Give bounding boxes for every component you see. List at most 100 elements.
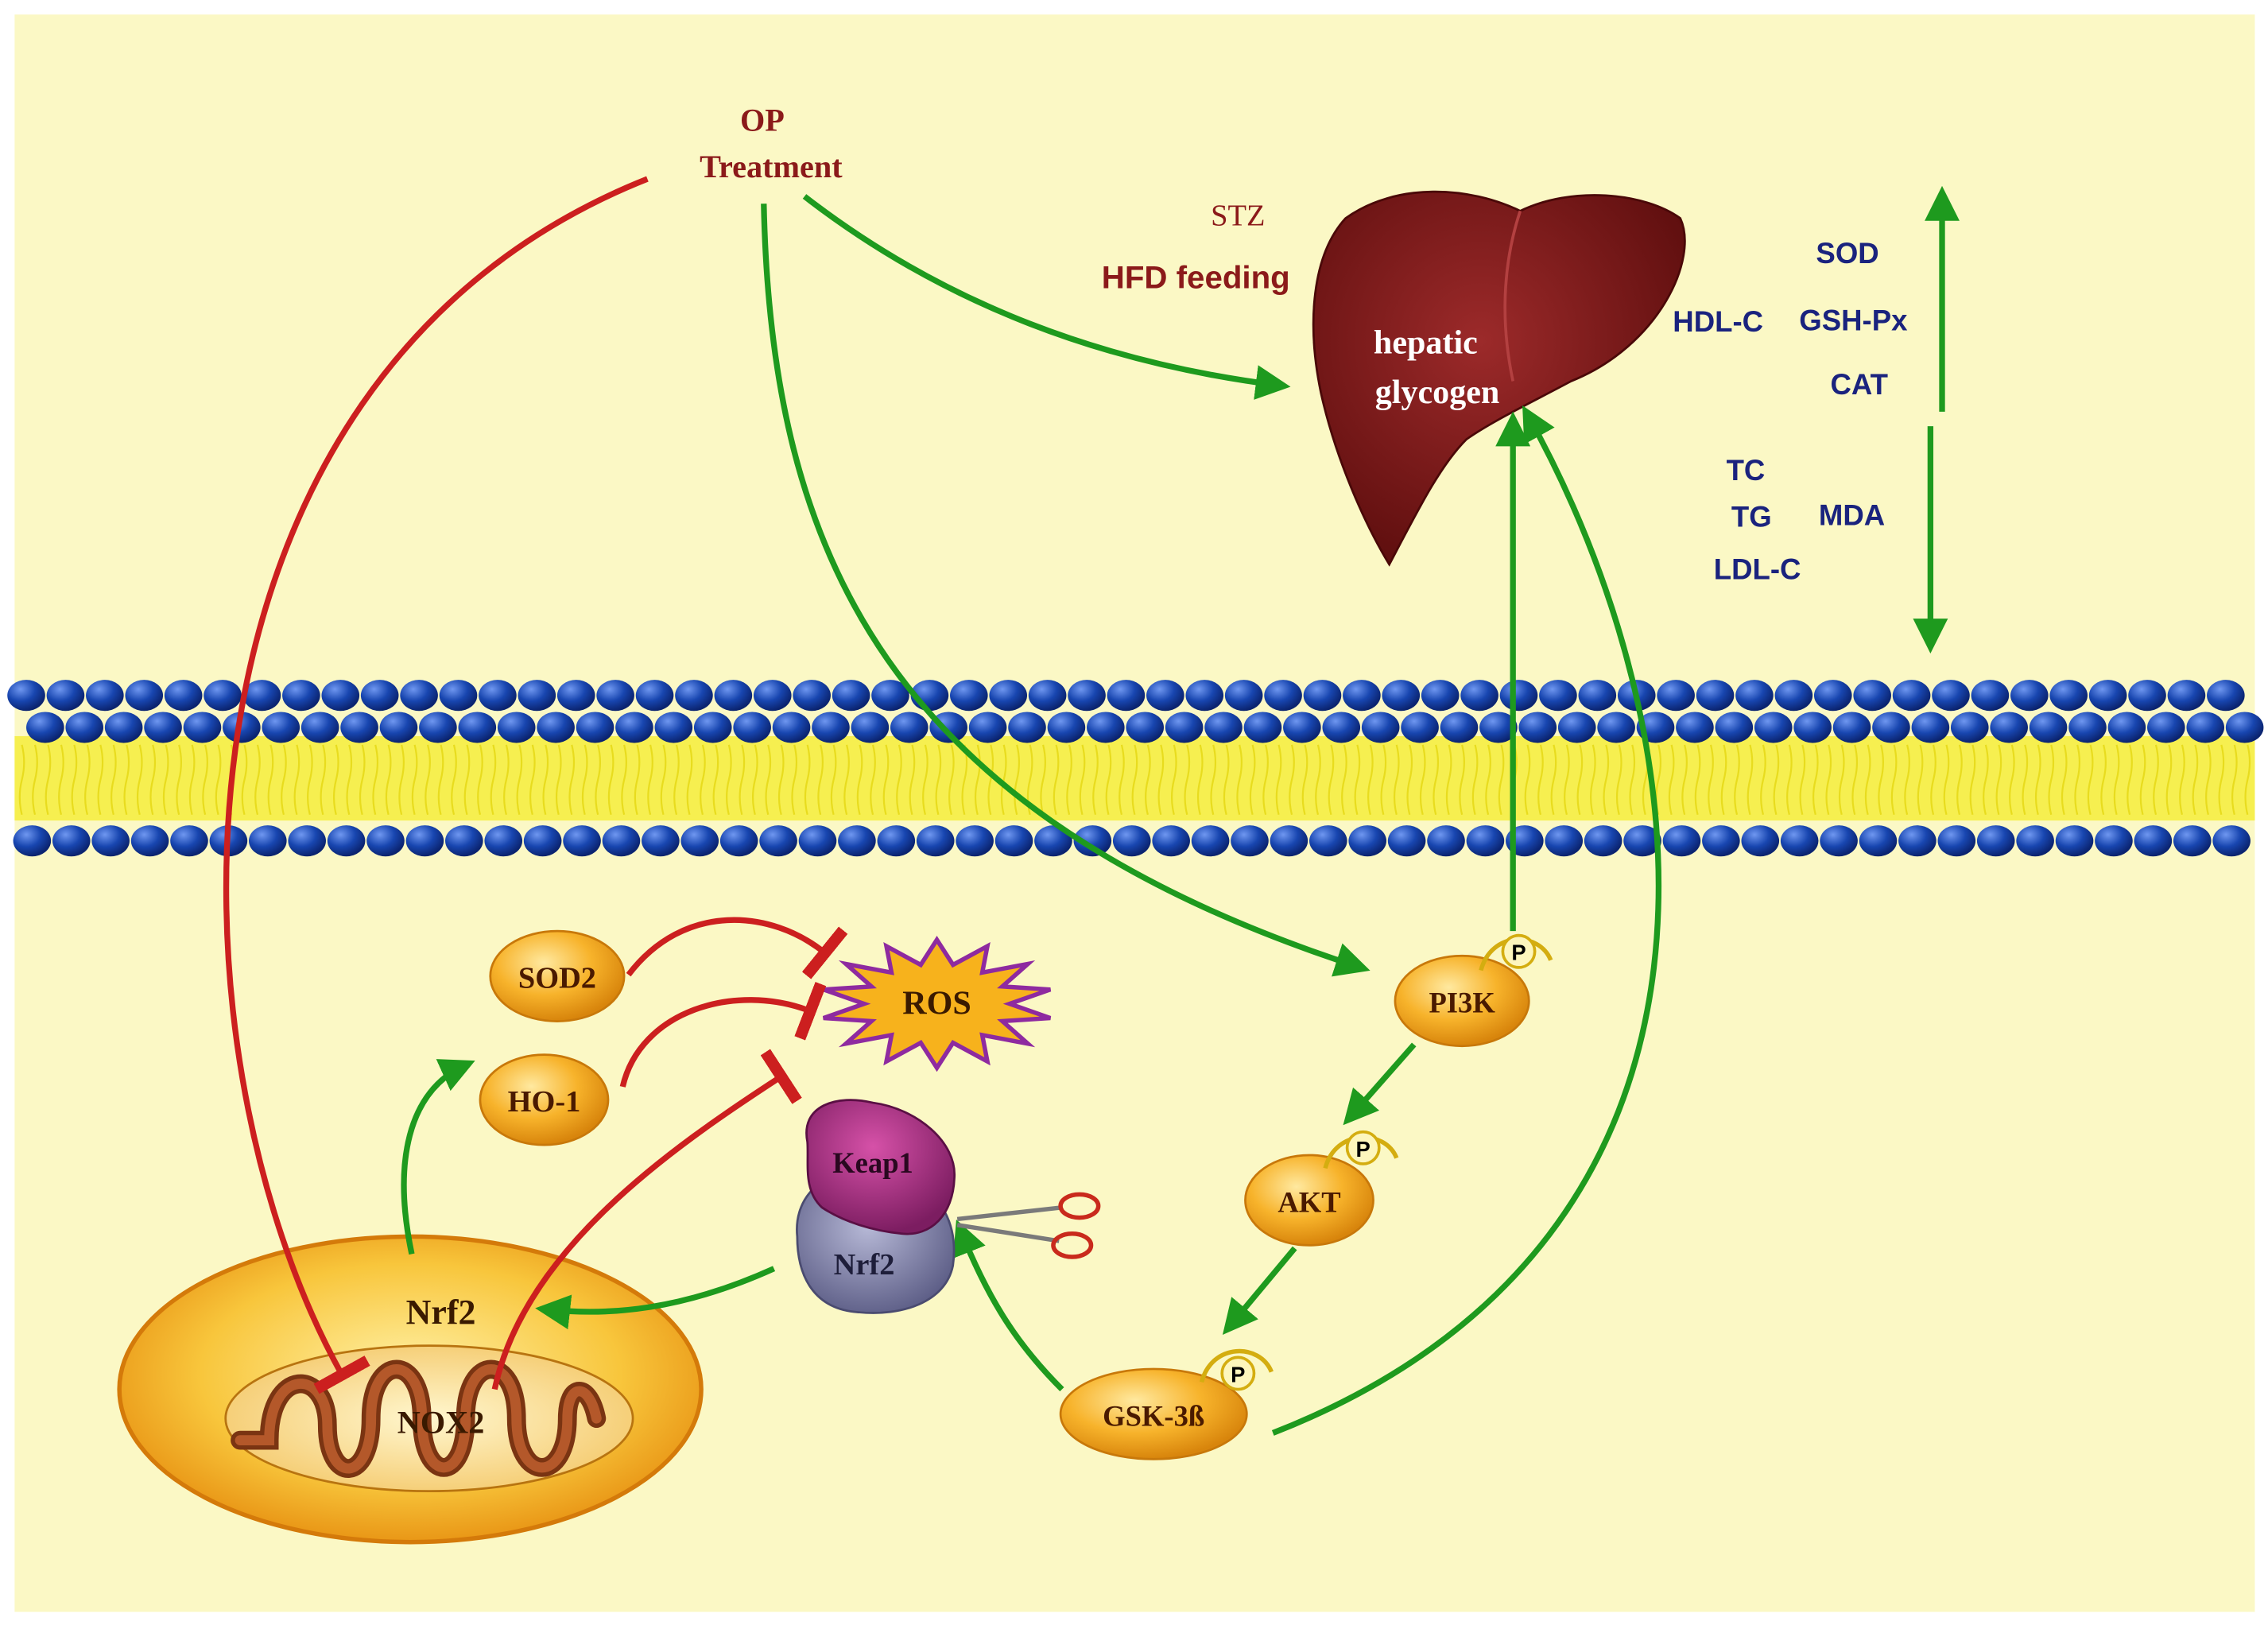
lipid-tail xyxy=(2100,744,2107,816)
lipid-tail xyxy=(477,744,483,816)
phospholipid-head xyxy=(2016,825,2054,857)
lipid-tail xyxy=(1812,744,1819,816)
phospholipid-head xyxy=(968,712,1007,743)
pi3k-node xyxy=(1394,954,1530,1048)
phospholipid-head xyxy=(1898,825,1937,857)
phospholipid-head xyxy=(1793,712,1832,743)
nrf2-complex-label: Nrf2 xyxy=(834,1248,895,1282)
lipid-tail xyxy=(1236,744,1243,816)
scissors-blade-1 xyxy=(956,1205,1063,1222)
phospholipid-head xyxy=(2128,680,2166,712)
keap1-label: Keap1 xyxy=(832,1146,913,1179)
lipid-tail xyxy=(84,744,91,816)
phospholipid-head xyxy=(360,680,399,712)
phospholipid-head xyxy=(1545,825,1584,857)
phospholipid-head xyxy=(1859,825,1898,857)
lipid-tail xyxy=(555,744,562,816)
phospholipid-head xyxy=(989,680,1028,712)
phospho-label-akt: P xyxy=(1356,1137,1370,1162)
lipid-tail xyxy=(1564,744,1570,816)
lipid-tail xyxy=(595,744,602,816)
lipid-tail xyxy=(307,744,313,816)
lipid-tail xyxy=(503,744,510,816)
lipid-tail xyxy=(1249,744,1256,816)
phospholipid-head xyxy=(439,680,478,712)
phospho-label-pi3k: P xyxy=(1511,940,1526,965)
lipid-tail xyxy=(1079,744,1086,816)
lipid-tail xyxy=(1930,744,1937,816)
lipid-tail xyxy=(1983,744,1989,816)
phospholipid-head xyxy=(1662,825,1701,857)
lipid-tail xyxy=(71,744,78,816)
phospholipid-head xyxy=(2107,712,2146,743)
phospholipid-head xyxy=(1950,712,1989,743)
lipid-tail xyxy=(765,744,772,816)
phospholipid-head xyxy=(2029,712,2068,743)
lipid-tail xyxy=(1799,744,1806,816)
phospholipid-head xyxy=(1283,712,1321,743)
phospholipid-head xyxy=(1047,712,1086,743)
lipid-tail xyxy=(2139,744,2146,816)
phospholipid-head xyxy=(379,712,418,743)
lipid-tail xyxy=(385,744,392,816)
phospholipid-head xyxy=(445,825,483,857)
lipid-tail xyxy=(1747,744,1754,816)
sod2-ellipse xyxy=(489,929,626,1022)
phospholipid-head xyxy=(1702,825,1740,857)
gsk3b-ellipse xyxy=(1059,1367,1248,1460)
phospholipid-head xyxy=(2147,712,2185,743)
phospholipid-head xyxy=(733,712,771,743)
lipid-tail xyxy=(1367,744,1374,816)
lipid-tail xyxy=(176,744,183,816)
liver-label-line2: glycogen xyxy=(1375,374,1500,411)
phospholipid-head xyxy=(1911,712,1950,743)
phospholipid-head xyxy=(262,712,300,743)
phospholipid-head xyxy=(2010,680,2049,712)
lipid-tail xyxy=(1720,744,1727,816)
phospholipid-head xyxy=(1932,680,1970,712)
lipid-tail xyxy=(712,744,719,816)
phospholipid-head xyxy=(556,680,595,712)
phospholipid-head xyxy=(1460,680,1498,712)
phospholipid-head xyxy=(91,825,130,857)
lipid-tail xyxy=(1734,744,1740,816)
lipid-tail xyxy=(1471,744,1479,816)
lipid-tail xyxy=(18,744,25,816)
phospholipid-head xyxy=(1696,680,1735,712)
phospholipid-head xyxy=(1185,680,1224,712)
lipid-tail xyxy=(1196,744,1204,816)
lipid-tail xyxy=(843,744,850,816)
phospholipid-head xyxy=(26,712,64,743)
lipid-tail xyxy=(896,744,902,816)
marker-cat: CAT xyxy=(1830,368,1887,401)
akt-node xyxy=(1244,1154,1374,1247)
phospholipid-head xyxy=(130,825,169,857)
phospholipid-head xyxy=(52,825,91,857)
lipid-tail xyxy=(1851,744,1859,816)
phospholipid-head xyxy=(144,712,182,743)
phospholipid-head xyxy=(1146,680,1184,712)
phospholipid-head xyxy=(1584,825,1622,857)
lipid-tail xyxy=(1262,744,1269,816)
phospholipid-head xyxy=(1068,680,1106,712)
lipid-tail xyxy=(1105,744,1112,816)
phospholipid-head xyxy=(65,712,104,743)
phospholipid-head xyxy=(1872,712,1910,743)
lipid-tail xyxy=(2205,744,2212,816)
lipid-tail xyxy=(2244,744,2251,816)
liver-lobe-divider xyxy=(1503,210,1522,382)
phospho-group-akt xyxy=(1323,1130,1399,1169)
lipid-tail xyxy=(2061,744,2068,816)
phospholipid-head xyxy=(1382,680,1421,712)
scissors-blade-2 xyxy=(956,1223,1060,1243)
lipid-tail xyxy=(1092,744,1099,816)
phospholipid-head xyxy=(1309,825,1347,857)
phospholipid-head xyxy=(1715,712,1754,743)
phospholipid-head xyxy=(321,680,360,712)
lipid-tail xyxy=(1341,744,1347,816)
scissors-handle-1 xyxy=(1058,1192,1101,1220)
lipid-tail xyxy=(1393,744,1400,816)
lipid-tail xyxy=(254,744,261,816)
treatment-label-line1: OP xyxy=(740,103,785,138)
phospholipid-head xyxy=(1676,712,1714,743)
